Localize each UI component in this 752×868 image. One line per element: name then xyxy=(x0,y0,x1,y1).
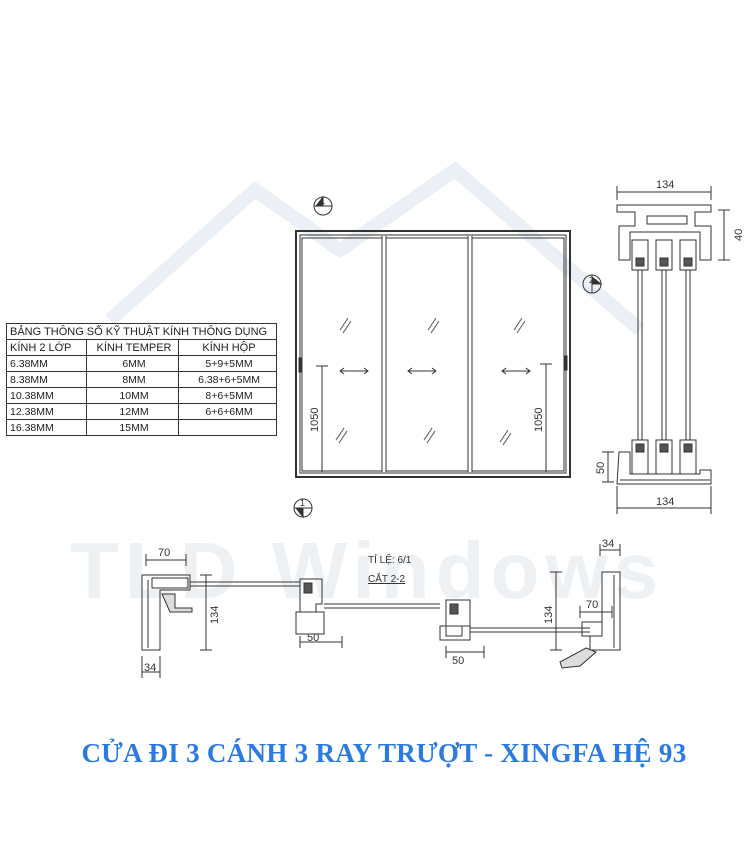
vs-dim-bottom-width: 134 xyxy=(656,496,674,508)
table-row: 12.38MM 12MM 6+6+6MM xyxy=(6,403,277,420)
dim-1050-right: 1050 xyxy=(533,408,545,432)
table-cell: 12MM xyxy=(86,403,179,420)
spec-col-tempered: KÍNH TEMPER xyxy=(86,339,179,356)
table-row: 10.38MM 10MM 8+6+5MM xyxy=(6,387,277,404)
glass-marks xyxy=(335,317,526,446)
horizontal-section xyxy=(141,544,621,678)
hs-cut: CẮT 2-2 xyxy=(368,572,405,585)
hs-dim-right-height: 134 xyxy=(543,606,555,624)
section-label-bottom: 1 xyxy=(300,498,305,508)
hs-dim-right-width: 70 xyxy=(586,599,598,611)
table-cell: 12.38MM xyxy=(6,403,87,420)
vs-dim-top-height: 40 xyxy=(733,229,745,241)
table-cell: 8+6+5MM xyxy=(178,387,277,404)
hs-dim-right-top: 34 xyxy=(602,538,614,550)
vs-dim-top-width: 134 xyxy=(656,179,674,191)
hs-dim-left-height: 134 xyxy=(209,606,221,624)
background-logo-shape xyxy=(105,161,645,336)
table-cell: 6.38MM xyxy=(6,355,87,372)
table-row: 6.38MM 6MM 5+9+5MM xyxy=(6,355,277,372)
table-cell: 10.38MM xyxy=(6,387,87,404)
table-cell: 8MM xyxy=(86,371,179,388)
section-marker-bottom xyxy=(293,498,313,519)
spec-col-laminated: KÍNH 2 LỚP xyxy=(6,339,87,356)
glass-spec-table: BẢNG THÔNG SỐ KỸ THUẬT KÍNH THÔNG DỤNG K… xyxy=(6,323,277,436)
hs-dim-left-width: 70 xyxy=(158,547,170,559)
door-elevation xyxy=(295,230,571,478)
spec-table-title: BẢNG THÔNG SỐ KỸ THUẬT KÍNH THÔNG DỤNG xyxy=(6,323,277,340)
table-cell: 10MM xyxy=(86,387,179,404)
table-cell: 6+6+6MM xyxy=(178,403,277,420)
hs-dim-mid1: 50 xyxy=(307,632,319,644)
hs-scale: TỈ LỆ: 6/1 xyxy=(368,553,412,566)
table-cell: 15MM xyxy=(86,419,179,436)
table-row: 8.38MM 8MM 6.38+6+5MM xyxy=(6,371,277,388)
vertical-section xyxy=(602,186,730,514)
hs-dim-mid2: 50 xyxy=(452,655,464,667)
table-cell: 6.38+6+5MM xyxy=(178,371,277,388)
section-label-side: 2 xyxy=(589,275,594,285)
table-cell: 16.38MM xyxy=(6,419,87,436)
section-label-top: 1 xyxy=(320,196,325,206)
table-row: 16.38MM 15MM xyxy=(6,419,277,436)
spec-col-insulated: KÍNH HỘP xyxy=(178,339,277,356)
main-title: CỬA ĐI 3 CÁNH 3 RAY TRƯỢT - XINGFA HỆ 93 xyxy=(81,738,687,768)
vs-dim-bottom-height: 50 xyxy=(595,462,607,474)
slide-arrows xyxy=(339,367,531,375)
section-marker-side xyxy=(582,274,603,294)
table-cell: 6MM xyxy=(86,355,179,372)
table-cell xyxy=(178,419,277,436)
section-marker-top xyxy=(313,195,333,216)
hs-dim-left-bottom: 34 xyxy=(144,662,156,674)
table-cell: 5+9+5MM xyxy=(178,355,277,372)
dim-1050-left: 1050 xyxy=(309,408,321,432)
table-cell: 8.38MM xyxy=(6,371,87,388)
